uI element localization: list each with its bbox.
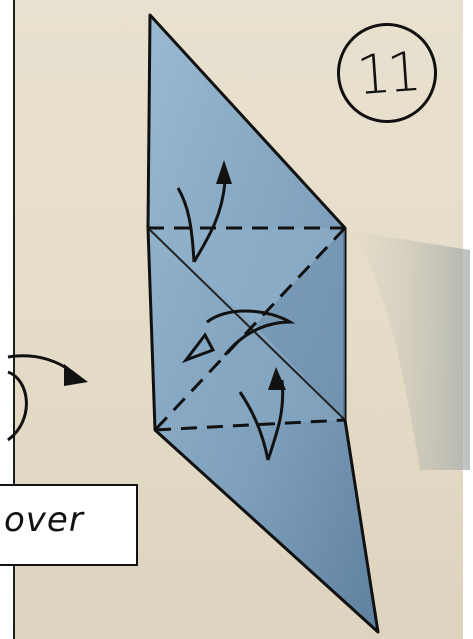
- turn-over-arrow-icon: [8, 356, 88, 440]
- step-number: 11: [355, 39, 420, 106]
- instruction-caption-box: over: [0, 484, 138, 566]
- instruction-caption: over: [4, 500, 84, 540]
- paper-shadow: [345, 230, 470, 470]
